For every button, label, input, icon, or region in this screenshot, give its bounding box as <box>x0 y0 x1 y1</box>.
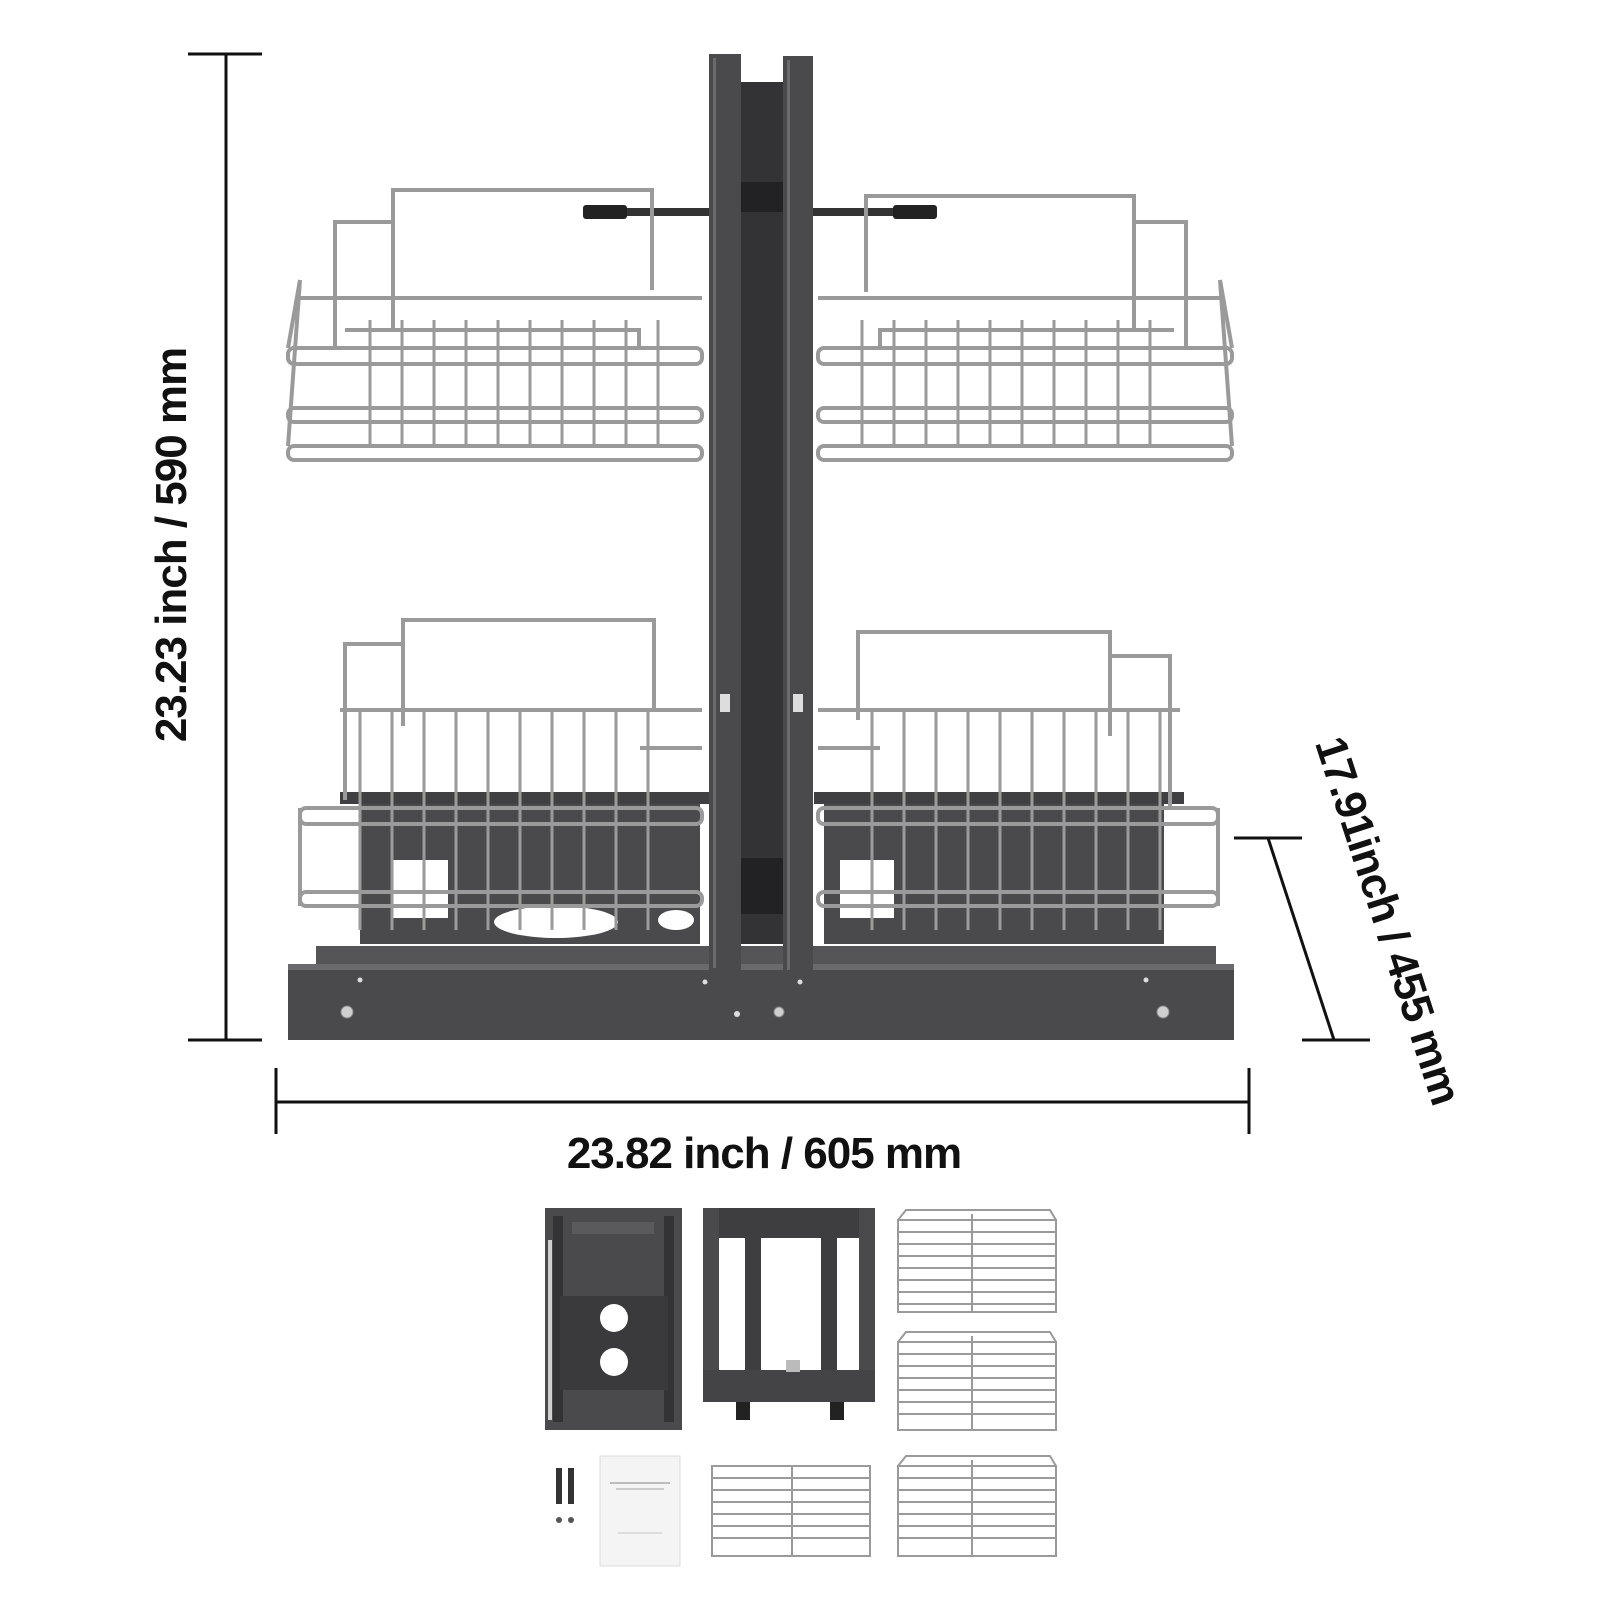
screw <box>1156 1005 1170 1019</box>
wire-basket-upper-right <box>816 194 1234 462</box>
basket-handles <box>583 205 937 219</box>
base-frame <box>288 946 1234 1040</box>
component-wire-basket <box>897 1209 1057 1313</box>
wire-basket-lower-left <box>298 618 704 930</box>
corner-basket-organizer <box>286 54 1234 1040</box>
height-label: 23.23 inch / 590 mm <box>147 348 196 742</box>
component-upright-frame <box>703 1208 875 1420</box>
screw <box>340 1005 354 1019</box>
depth-label: 17.91inch / 455 mm <box>1305 731 1470 1111</box>
wire-basket-upper-left <box>286 188 704 462</box>
component-mounting-hardware <box>556 1468 574 1523</box>
component-instruction-manual <box>599 1455 681 1567</box>
upright-frame <box>709 54 813 974</box>
component-wire-basket <box>897 1455 1057 1557</box>
included-parts <box>545 1208 1057 1567</box>
component-base-frame <box>545 1208 682 1430</box>
depth-dimension-line <box>1266 837 1336 1041</box>
dimension-lines <box>188 52 1370 1134</box>
width-label: 23.82 inch / 605 mm <box>567 1129 961 1178</box>
component-wire-basket <box>897 1331 1057 1431</box>
wire-basket-lower-right <box>816 630 1220 930</box>
component-wire-basket <box>711 1465 871 1557</box>
screw <box>773 1006 785 1018</box>
